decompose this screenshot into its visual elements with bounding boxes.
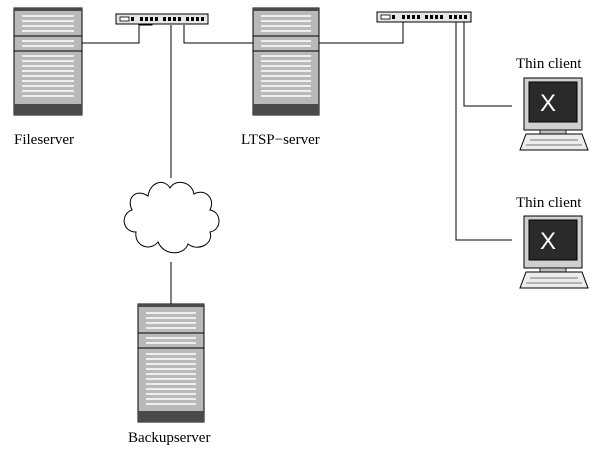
switch-2-icon [376, 11, 472, 23]
ltsp-server-label: LTSP−server [241, 132, 320, 148]
screen-x-glyph: X [540, 90, 556, 117]
thin-client-1-label: Thin client [516, 56, 582, 72]
thin-client-1-icon: X [519, 77, 589, 151]
link-switch1-ltsp [183, 25, 253, 44]
fileserver-label: Fileserver [14, 132, 74, 148]
screen-x-glyph: X [540, 228, 556, 255]
link-ltsp-switch2 [319, 21, 404, 44]
backupserver-icon [137, 303, 205, 423]
connections [82, 21, 512, 304]
network-cloud-icon [123, 181, 220, 254]
thin-client-2-icon: X [519, 215, 589, 289]
link-switch2-thin1 [463, 22, 512, 107]
thin-client-2-label: Thin client [516, 195, 582, 211]
switch-1-icon [115, 13, 209, 25]
link-switch2-thin2 [455, 22, 512, 241]
backupserver-label: Backupserver [128, 430, 211, 446]
ltsp-server-icon [252, 7, 320, 116]
fileserver-icon [13, 7, 83, 116]
